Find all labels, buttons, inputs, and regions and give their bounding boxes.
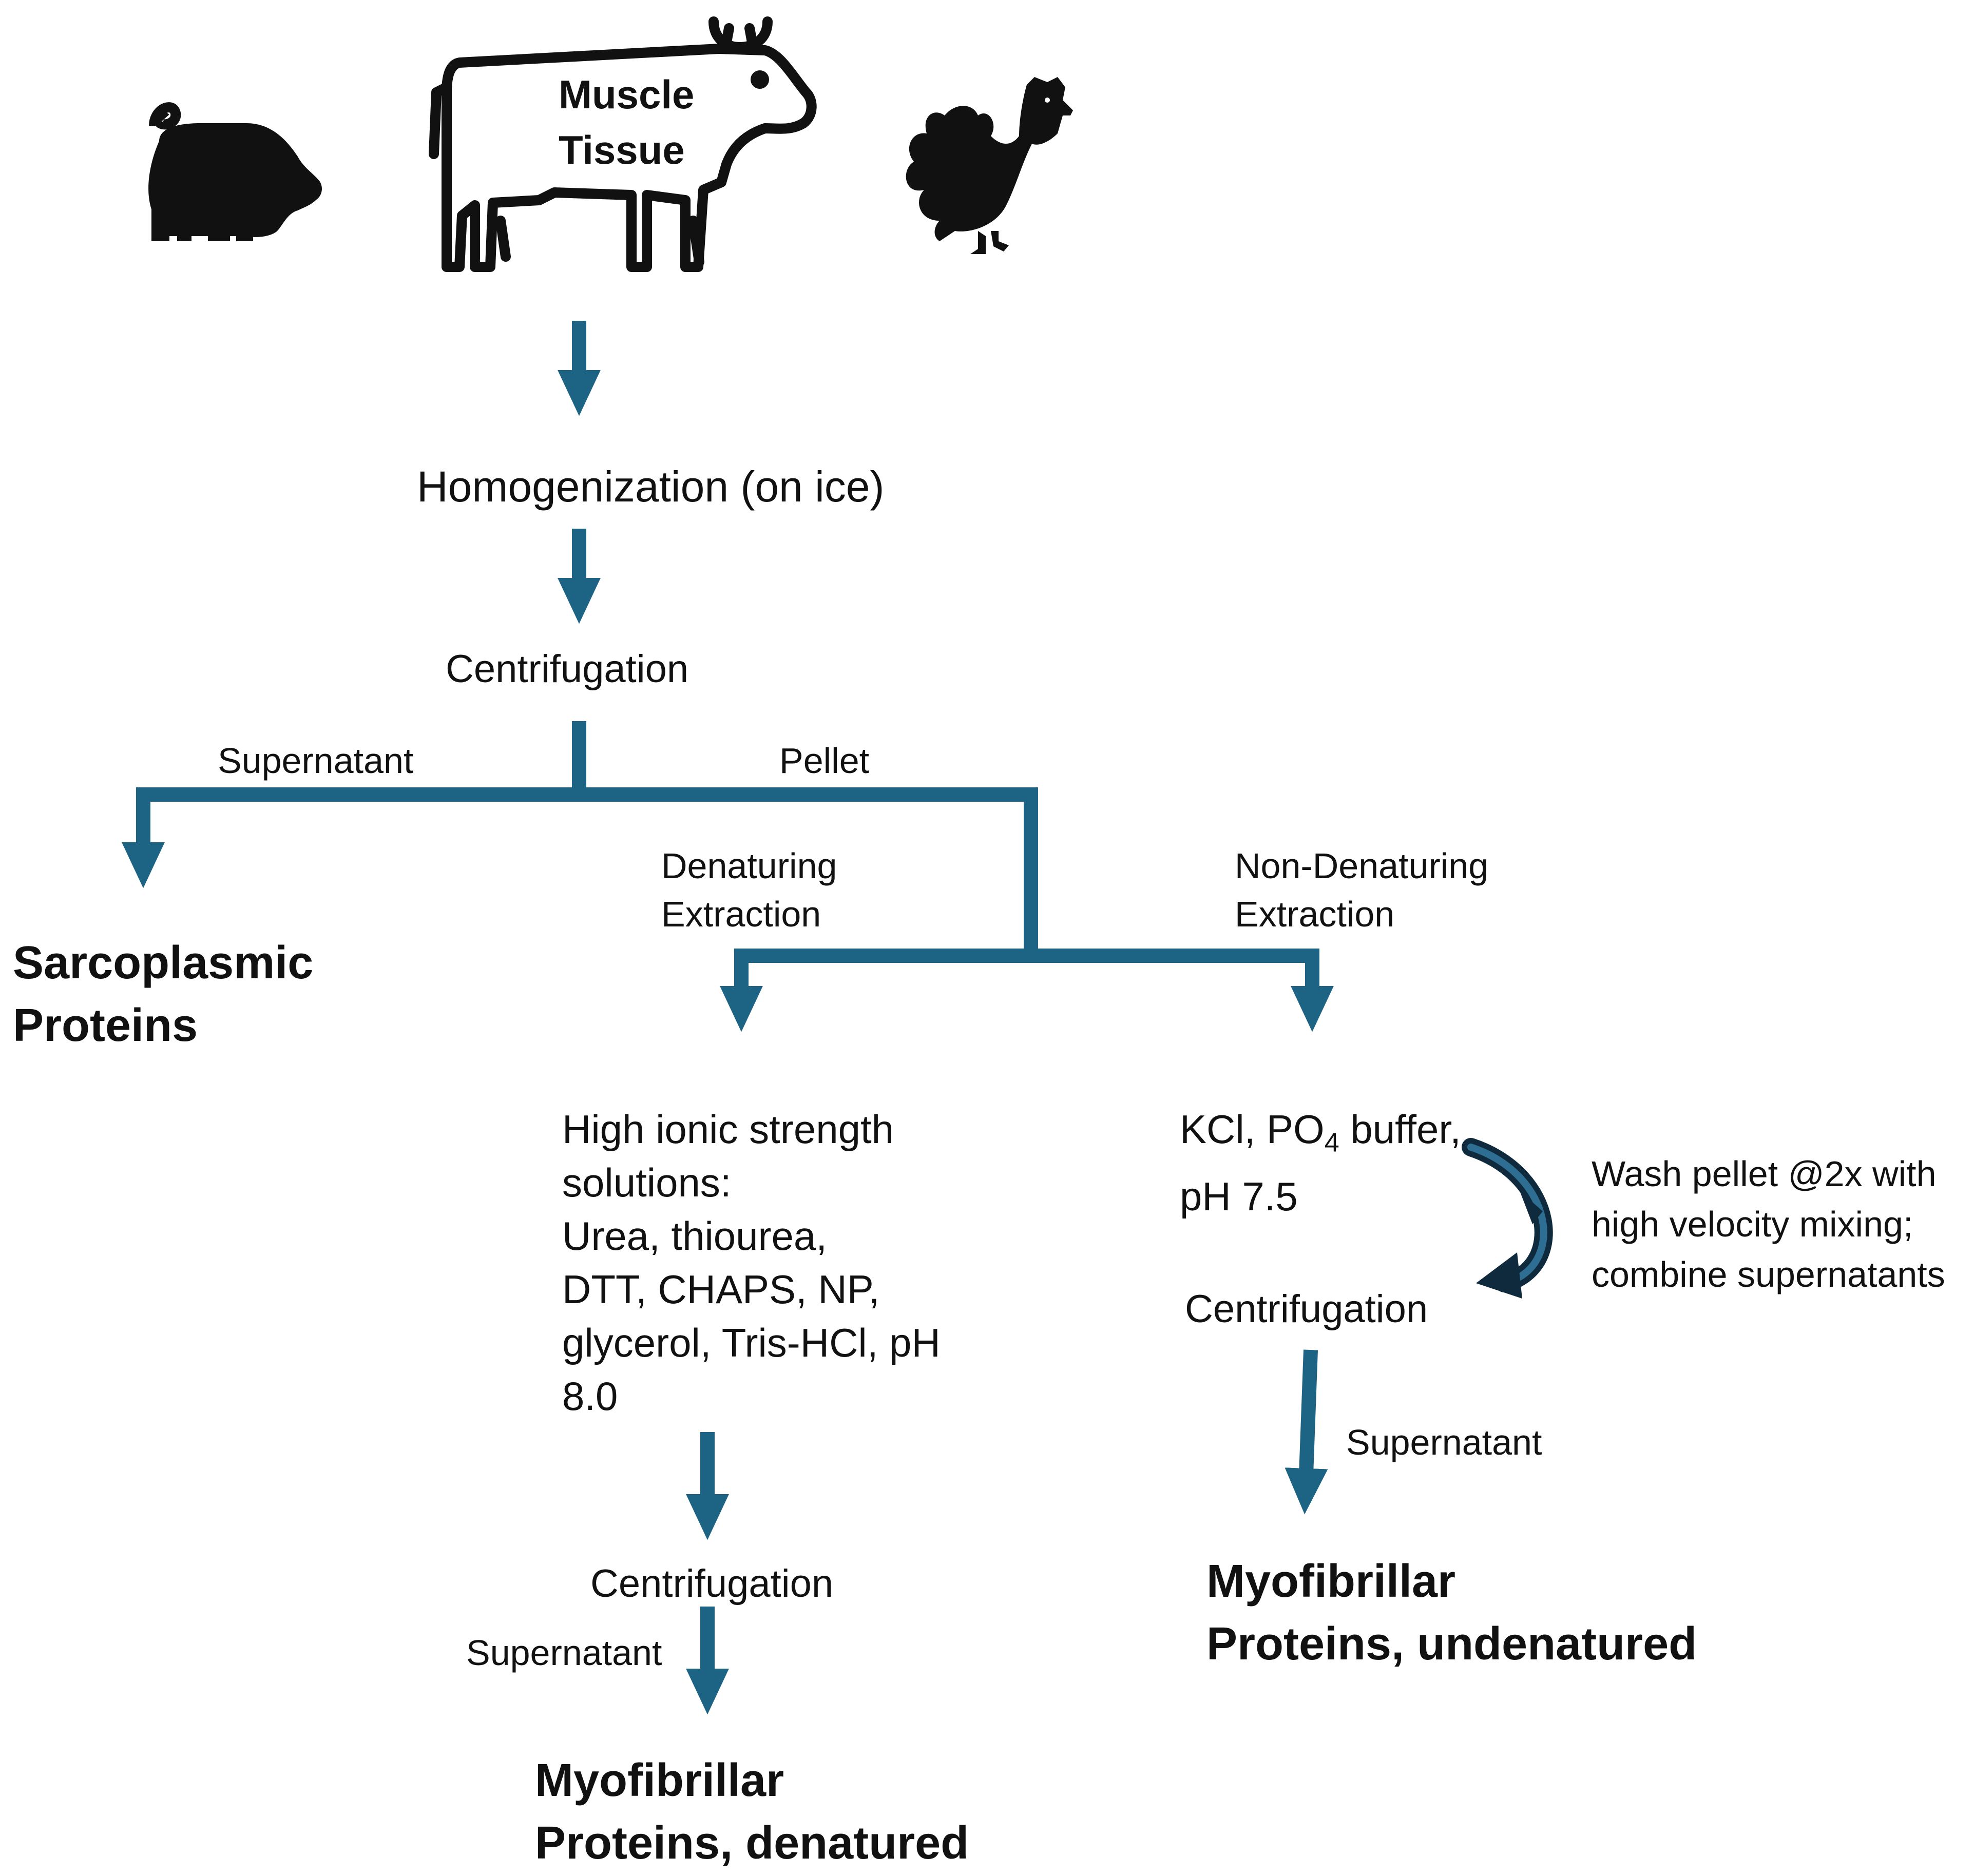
buffer-pre: KCl, PO — [1180, 1107, 1325, 1152]
denatured-result: Myofibrillar Proteins, denatured — [535, 1749, 969, 1874]
wash-instructions: Wash pellet @2x with high velocity mixin… — [1592, 1149, 1945, 1300]
arrow-to-undenatured-result — [1285, 1349, 1328, 1515]
source-label: Muscle Tissue — [559, 67, 694, 178]
curved-wash-arrow — [1462, 1138, 1553, 1299]
wash-line: high velocity mixing; — [1592, 1204, 1913, 1244]
buffer-line1: KCl, PO4 buffer, — [1180, 1103, 1461, 1170]
undenatured-line2: Proteins, undenatured — [1206, 1618, 1697, 1670]
source-label-line1: Muscle — [559, 72, 695, 117]
undenatured-line1: Myofibrillar — [1206, 1556, 1456, 1607]
denaturing-centrifugation: Centrifugation — [590, 1562, 834, 1606]
non-denaturing-label-line1: Non-Denaturing — [1235, 846, 1489, 886]
sarcoplasmic-result: Sarcoplasmic Proteins — [13, 932, 313, 1057]
centrifugation-step: Centrifugation — [446, 647, 689, 691]
denatured-line1: Myofibrillar — [535, 1755, 784, 1806]
buffer-post: buffer, — [1339, 1107, 1461, 1152]
wash-line: combine supernatants — [1592, 1254, 1945, 1294]
denaturing-label: Denaturing Extraction — [661, 842, 837, 938]
denatured-line2: Proteins, denatured — [535, 1817, 969, 1869]
solution-line: solutions: — [562, 1160, 732, 1205]
non-denaturing-label: Non-Denaturing Extraction — [1235, 842, 1488, 938]
supernatant-branch-label: Supernatant — [218, 741, 414, 781]
homogenization-step: Homogenization (on ice) — [417, 462, 885, 511]
pig-icon — [148, 102, 322, 241]
non-denaturing-buffer: KCl, PO4 buffer, pH 7.5 — [1180, 1103, 1461, 1223]
denaturing-label-line2: Extraction — [661, 894, 821, 934]
wash-line: Wash pellet @2x with — [1592, 1154, 1937, 1194]
non-denaturing-centrifugation: Centrifugation — [1185, 1287, 1428, 1331]
buffer-line2: pH 7.5 — [1180, 1173, 1298, 1219]
cow-icon — [429, 16, 817, 272]
solution-line: Urea, thiourea, — [562, 1213, 827, 1259]
solution-line: glycerol, Tris-HCl, pH — [562, 1320, 941, 1365]
source-label-line2: Tissue — [559, 127, 685, 172]
denaturing-solutions: High ionic strength solutions: Urea, thi… — [562, 1103, 941, 1423]
pellet-branch-label: Pellet — [779, 741, 870, 781]
non-denaturing-label-line2: Extraction — [1235, 894, 1395, 934]
solution-line: DTT, CHAPS, NP, — [562, 1267, 880, 1312]
solution-line: High ionic strength — [562, 1107, 894, 1152]
non-denaturing-supernatant: Supernatant — [1346, 1422, 1542, 1462]
solution-line: 8.0 — [562, 1374, 618, 1419]
rooster-icon — [906, 77, 1073, 254]
buffer-sub: 4 — [1324, 1128, 1339, 1158]
sarcoplasmic-line2: Proteins — [13, 1000, 198, 1051]
denaturing-label-line1: Denaturing — [661, 846, 837, 886]
denaturing-supernatant: Supernatant — [466, 1633, 662, 1673]
flow-lines — [122, 321, 1334, 1715]
undenatured-result: Myofibrillar Proteins, undenatured — [1206, 1550, 1697, 1675]
sarcoplasmic-line1: Sarcoplasmic — [13, 937, 314, 989]
